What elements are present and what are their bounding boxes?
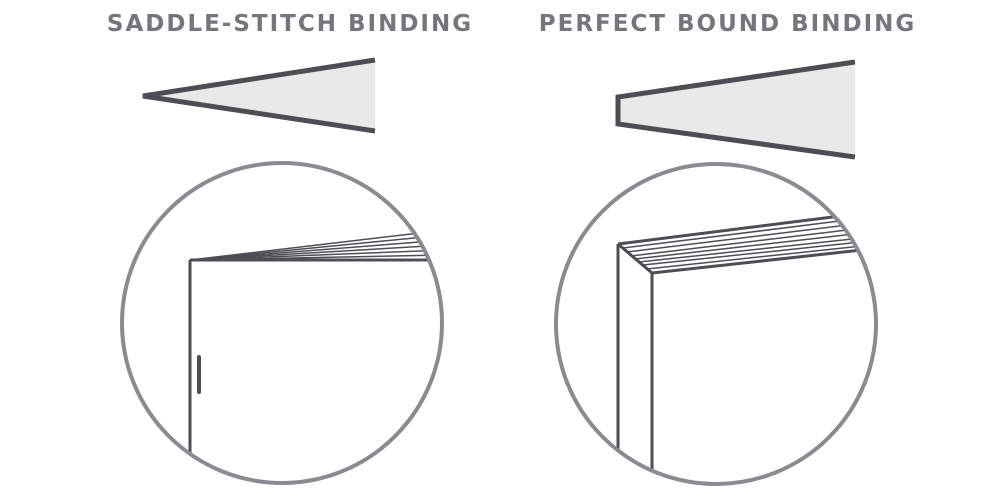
saddle-stitch-book-corner-icon xyxy=(188,229,442,483)
saddle-stitch-wedge-icon xyxy=(142,57,376,134)
perfect-bound-book-corner-icon xyxy=(616,209,876,484)
perfect-bound-title: PERFECT BOUND BINDING xyxy=(538,11,917,37)
saddle-stitch-magnifier-circle xyxy=(120,161,444,485)
saddle-stitch-title: SADDLE-STITCH BINDING xyxy=(106,11,474,37)
perfect-bound-closeup xyxy=(554,162,878,486)
saddle-stitch-closeup xyxy=(120,161,444,485)
perfect-bound-magnifier-circle xyxy=(554,162,878,486)
perfect-bound-wedge-icon xyxy=(615,59,856,160)
